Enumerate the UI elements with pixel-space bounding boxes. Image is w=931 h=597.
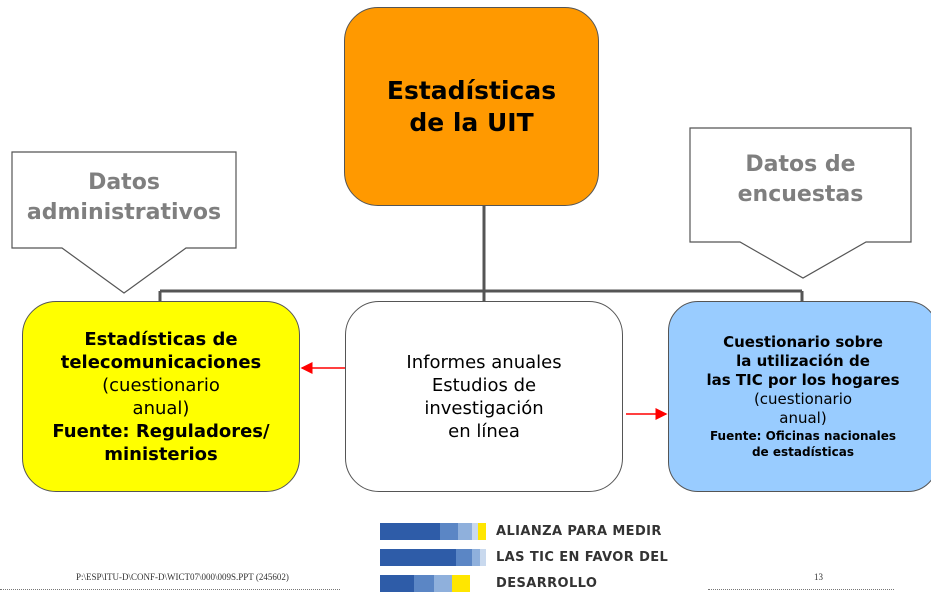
reports-line1: Informes anuales	[406, 351, 562, 373]
alliance-line2: LAS TIC EN FAVOR DEL	[496, 550, 669, 565]
telecom-title-line2: telecomunicaciones	[60, 351, 262, 373]
itu-statistics-box: Estadísticas de la UIT	[344, 7, 599, 206]
left-down-arrow-shape	[11, 151, 237, 294]
reports-line3: investigación	[424, 397, 544, 419]
left-arrow-label: Datos administrativos	[12, 168, 236, 228]
household-title-line3: las TIC por los hogares	[706, 371, 900, 389]
footer-divider-right	[708, 589, 894, 590]
itu-statistics-line1: Estadísticas	[386, 75, 557, 105]
household-note-line2: anual)	[779, 409, 827, 427]
page-number: 13	[814, 572, 823, 582]
reports-line4: en línea	[448, 420, 520, 442]
alliance-line1: ALIANZA PARA MEDIR	[496, 524, 662, 539]
alliance-line3: DESARROLLO	[496, 576, 598, 591]
right-arrow-label-line1: Datos de	[745, 152, 856, 177]
household-note-line1: (cuestionario	[753, 390, 853, 408]
household-title-line2: la utilización de	[736, 352, 870, 370]
footer-divider-left	[0, 589, 340, 590]
left-arrow-label-line2: administrativos	[26, 200, 222, 225]
telecom-note-line2: anual)	[132, 397, 190, 419]
household-title-line1: Cuestionario sobre	[723, 333, 883, 351]
reports-line2: Estudios de	[431, 374, 537, 396]
telecom-note-line1: (cuestionario	[102, 374, 220, 396]
telecom-source-line2: ministerios	[104, 443, 218, 465]
right-arrow-label: Datos de encuestas	[690, 150, 911, 210]
file-path: P:\ESP\ITU-D\CONF-D\WICT07\000\009S.PPT …	[76, 572, 289, 582]
household-questionnaire-box: Cuestionario sobre la utilización de las…	[668, 301, 931, 492]
right-down-arrow-shape	[689, 127, 912, 279]
telecom-statistics-box: Estadísticas de telecomunicaciones (cues…	[22, 301, 300, 492]
telecom-title-line1: Estadísticas de	[84, 328, 238, 350]
itu-statistics-line2: de la UIT	[409, 107, 534, 137]
telecom-source-line1: Fuente: Reguladores/	[52, 420, 270, 442]
right-arrow-label-line2: encuestas	[737, 182, 864, 207]
household-source-line2: de estadísticas	[751, 445, 855, 459]
reports-box: Informes anuales Estudios de investigaci…	[345, 301, 623, 492]
alliance-logo	[380, 523, 486, 592]
left-arrow-label-line1: Datos	[88, 170, 160, 195]
household-source-line1: Fuente: Oficinas nacionales	[709, 429, 897, 443]
